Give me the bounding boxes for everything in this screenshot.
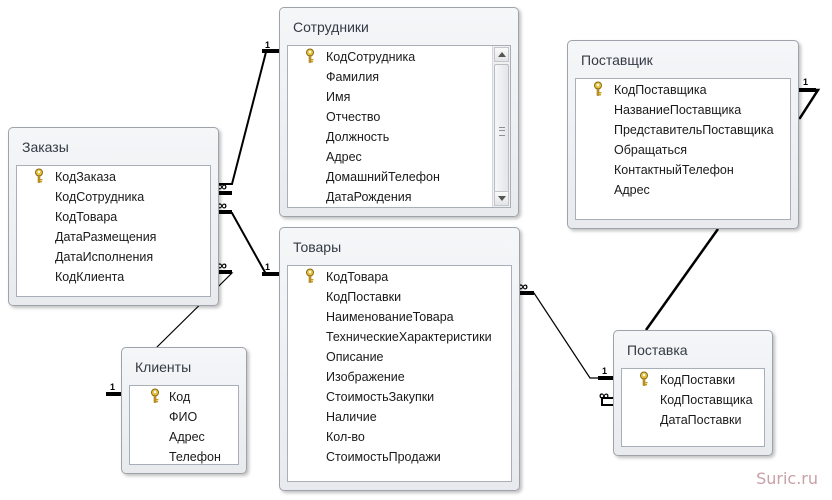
key-icon <box>305 48 319 64</box>
field-name: КодСотрудника <box>55 190 145 204</box>
cardinality-one: 1 <box>265 262 270 272</box>
cardinality-many: ∞ <box>217 178 227 194</box>
field-name: Изображение <box>326 370 405 384</box>
field-list[interactable]: Код ФИО Адрес Телефон <box>129 385 239 465</box>
field-name: Должность <box>326 130 390 144</box>
field-list[interactable]: КодПоставщика НазваниеПоставщика Предста… <box>575 78 791 220</box>
table-supply[interactable]: Поставка КодПоставки КодПоставщика ДатаП… <box>613 330 773 456</box>
field-name: КодТовара <box>326 270 389 284</box>
cardinality-many: ∞ <box>217 197 227 213</box>
field-name: Телефон <box>169 450 221 464</box>
cardinality-many: ∞ <box>217 257 227 273</box>
table-title: Заказы <box>22 139 69 155</box>
field-name: Адрес <box>326 150 362 164</box>
table-title: Клиенты <box>135 359 192 375</box>
field-name: СтоимостьЗакупки <box>326 390 435 404</box>
cardinality-one: 1 <box>803 77 808 87</box>
field-name: ДомашнийТелефон <box>326 170 440 184</box>
key-icon <box>593 81 607 97</box>
field-name: ДатаИсполнения <box>55 250 154 264</box>
table-supplier[interactable]: Поставщик КодПоставщика НазваниеПоставщи… <box>567 40 799 229</box>
table-products[interactable]: Товары КодТовара КодПоставки Наименовани… <box>279 227 520 491</box>
field-name: Обращаться <box>614 143 688 157</box>
field-name: Отчество <box>326 110 381 124</box>
key-icon <box>639 371 653 387</box>
table-employees[interactable]: Сотрудники КодСотрудника Фамилия Имя Отч… <box>279 7 519 217</box>
field-name: КодПоставщика <box>660 393 753 407</box>
cardinality-one: 1 <box>110 382 115 392</box>
key-icon <box>305 268 319 284</box>
field-name: КодЗаказа <box>55 170 116 184</box>
field-name: ТехническиеХарактеристики <box>326 330 492 344</box>
cardinality-one: 1 <box>265 40 270 50</box>
scroll-down-arrow-icon[interactable] <box>494 191 509 206</box>
field-name: КонтактныйТелефон <box>614 163 734 177</box>
field-name: НаименованиеТовара <box>326 310 454 324</box>
field-name: Адрес <box>614 183 650 197</box>
field-name: КодПоставки <box>326 290 402 304</box>
link-products-supply: ∞ 1 <box>518 278 614 380</box>
field-name: Имя <box>326 90 351 104</box>
table-clients[interactable]: Клиенты Код ФИО Адрес Телефон <box>121 347 247 474</box>
field-name: ДатаПоставки <box>660 413 742 427</box>
field-name: ФИО <box>169 410 198 424</box>
scroll-up-arrow-icon[interactable] <box>494 47 509 62</box>
field-name: Фамилия <box>326 70 380 84</box>
field-name: Кол-во <box>326 430 365 444</box>
field-name: ПредставительПоставщика <box>614 123 774 137</box>
field-name: СтоимостьПродажи <box>326 450 441 464</box>
watermark: Suric.ru <box>756 469 818 488</box>
link-supply-supplier: ∞ 1 <box>599 77 821 406</box>
key-icon <box>150 388 164 404</box>
field-name: НазваниеПоставщика <box>614 103 742 117</box>
vertical-scrollbar[interactable] <box>492 46 510 207</box>
field-list[interactable]: КодЗаказа КодСотрудника КодТовара ДатаРа… <box>16 165 211 297</box>
table-title: Поставщик <box>581 52 653 68</box>
field-name: ДатаРазмещения <box>55 230 157 244</box>
scroll-thumb[interactable] <box>494 64 509 198</box>
field-list[interactable]: КодСотрудника Фамилия Имя Отчество Должн… <box>287 45 511 208</box>
field-name: Адрес <box>169 430 205 444</box>
grip-icon <box>499 127 505 136</box>
field-name: Наличие <box>326 410 377 424</box>
field-name: Описание <box>326 350 384 364</box>
field-list[interactable]: КодТовара КодПоставки НаименованиеТовара… <box>287 265 512 482</box>
field-name: КодКлиента <box>55 270 125 284</box>
table-orders[interactable]: Заказы КодЗаказа КодСотрудника КодТовара… <box>8 127 219 306</box>
table-title: Сотрудники <box>293 19 369 35</box>
table-title: Товары <box>293 239 342 255</box>
field-name: КодТовара <box>55 210 118 224</box>
field-name: КодСотрудника <box>326 50 416 64</box>
cardinality-one: 1 <box>602 366 607 376</box>
field-list[interactable]: КодПоставки КодПоставщика ДатаПоставки <box>621 368 765 447</box>
field-name: КодПоставки <box>660 373 736 387</box>
field-name: ДатаРождения <box>326 190 412 204</box>
cardinality-many: ∞ <box>518 278 528 294</box>
field-name: Код <box>169 390 191 404</box>
cardinality-many: ∞ <box>599 387 609 403</box>
field-name: КодПоставщика <box>614 83 707 97</box>
table-title: Поставка <box>627 342 688 358</box>
link-orders-employees: ∞ 1 <box>217 40 280 195</box>
key-icon <box>34 168 48 184</box>
link-orders-products: ∞ 1 <box>217 197 280 276</box>
